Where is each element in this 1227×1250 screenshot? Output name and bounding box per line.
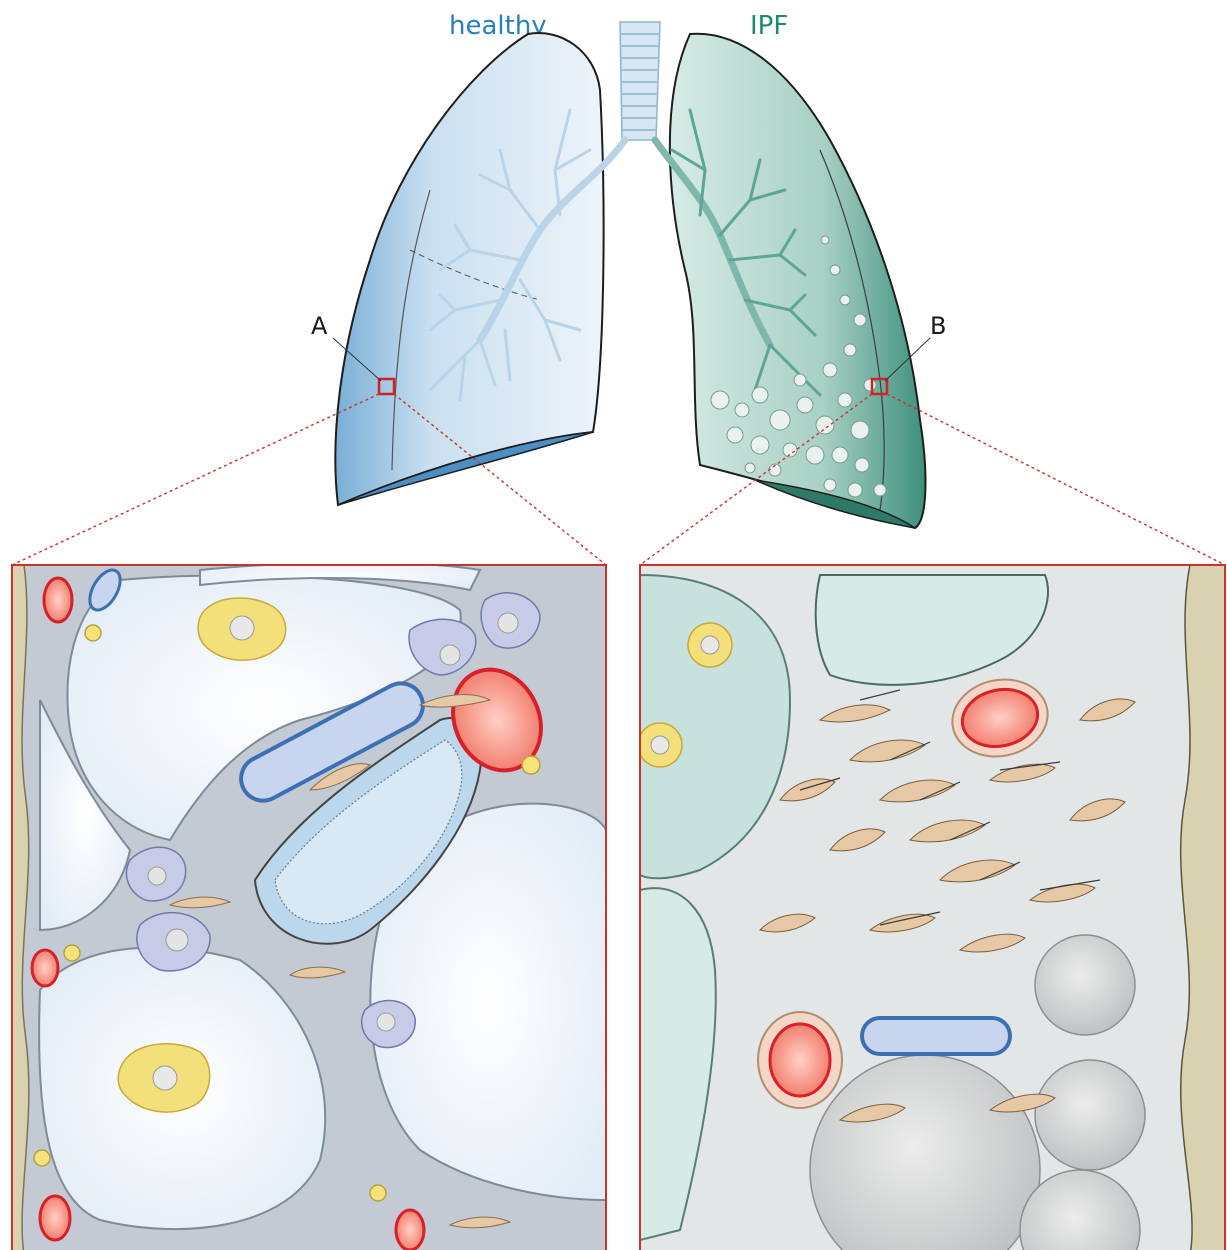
zoom-guides [12,394,1225,565]
panel-a-healthy-tissue [12,563,606,1250]
healthy-lung: A [311,33,625,505]
trachea [620,22,660,140]
blood-vessel-vein [862,1018,1010,1054]
callout-a: A [311,312,328,340]
ipf-lung: B [655,34,946,528]
ipf-title: IPF [750,11,788,41]
callout-b: B [930,312,946,340]
panel-b-ipf-tissue [638,565,1225,1250]
